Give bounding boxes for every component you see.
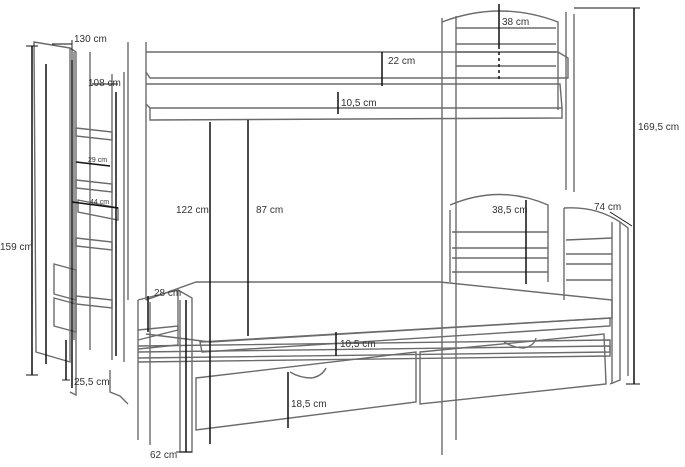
label-drawer-height: 18,5 cm [291, 399, 327, 410]
label-ladder-height: 108 cm [88, 78, 121, 89]
label-ladder-inner-width: 29 cm [88, 157, 107, 164]
dimension-labels: 130 cm 108 cm 29 cm 44 cm 159 cm 25,5 cm… [0, 17, 679, 461]
dimension-lines [26, 4, 640, 453]
label-total-post-height: 159 cm [0, 242, 33, 253]
label-headboard-top: 38 cm [502, 17, 529, 28]
label-foot-depth: 62 cm [150, 450, 177, 461]
label-lower-rail: 28 cm [154, 288, 181, 299]
label-headboard-depth: 74 cm [594, 202, 621, 213]
label-headboard-lower: 38,5 cm [492, 205, 528, 216]
label-lower-clearance: 122 cm [176, 205, 209, 216]
label-overall-height: 169,5 cm [638, 122, 679, 133]
label-upper-rail: 22 cm [388, 56, 415, 67]
label-leg-bottom: 25,5 cm [74, 377, 110, 388]
bed-outline [33, 10, 629, 455]
label-lower-mattress: 10,5 cm [340, 339, 376, 350]
label-upper-to-lower: 87 cm [256, 205, 283, 216]
label-ladder-outer-width: 44 cm [90, 199, 109, 206]
label-upper-mattress: 10,5 cm [341, 98, 377, 109]
label-top-frame-width: 130 cm [74, 34, 107, 45]
